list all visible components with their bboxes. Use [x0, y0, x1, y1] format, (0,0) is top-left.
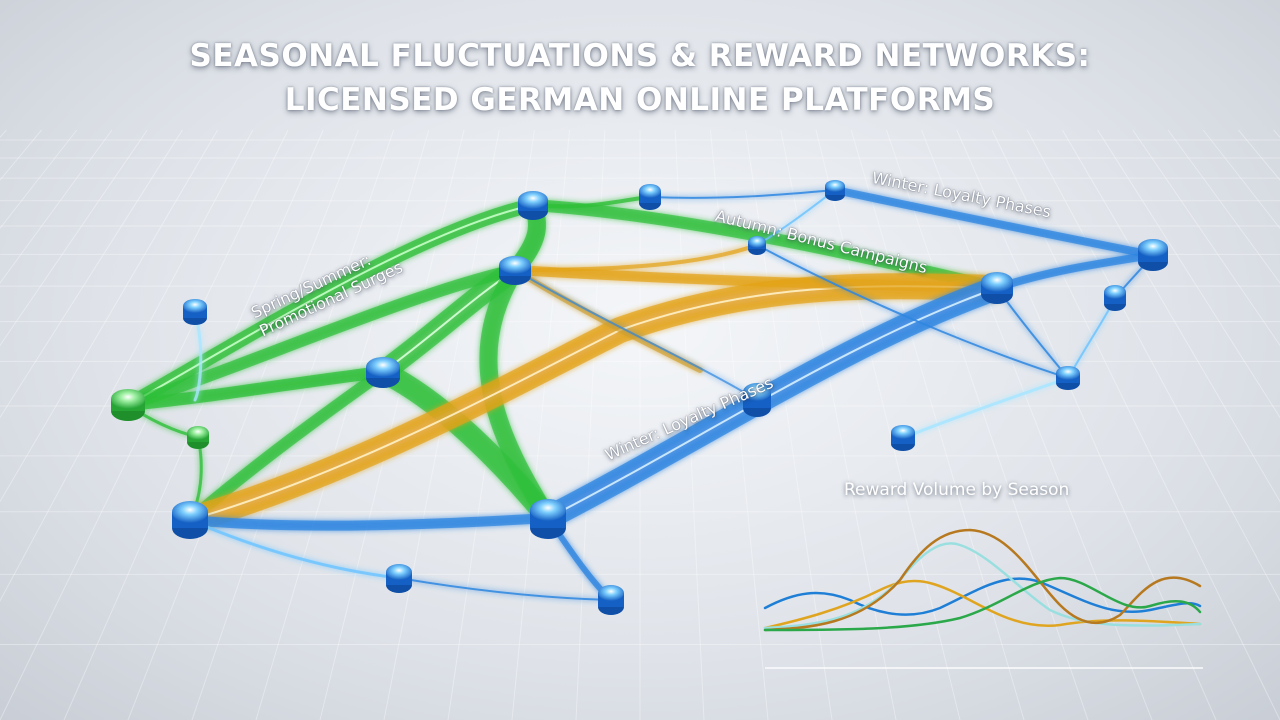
- mini-series-green: [763, 576, 1202, 632]
- grid-line: [63, 129, 324, 720]
- ribbon-winter-3: [831, 186, 1157, 259]
- ribbon-winter-4: [185, 513, 553, 531]
- grid-line: [921, 129, 1153, 720]
- grid-line: [0, 129, 289, 720]
- mini-chart-title: Reward Volume by Season: [844, 480, 1070, 500]
- ribbon-winter-7: [398, 577, 612, 601]
- grid-line: [1061, 129, 1280, 503]
- grid-line: [1167, 129, 1280, 284]
- mini-series-blue: [763, 577, 1202, 616]
- ribbon-winter-14: [901, 376, 1070, 440]
- grid-line: [0, 129, 113, 284]
- mini-series-lightblue: [763, 542, 1202, 630]
- grid-line: [575, 129, 606, 720]
- node-green-small: [187, 426, 209, 449]
- ribbon-winter-11: [996, 287, 1069, 379]
- title-line-1: SEASONAL FLUCTUATIONS & REWARD NETWORKS:: [189, 38, 1091, 74]
- autumn-ribbons: [177, 243, 1010, 533]
- ribbon-spring-3: [122, 366, 389, 411]
- mini-series-brown: [763, 528, 1202, 632]
- grid-line: [0, 129, 148, 347]
- grid-line: [511, 129, 571, 720]
- node-blue-17: [598, 585, 624, 615]
- node-blue-11: [1056, 366, 1080, 390]
- node-blue-9: [1138, 239, 1168, 271]
- mini-series-yellow: [763, 579, 1202, 630]
- reward-volume-mini-chart: [763, 528, 1203, 669]
- grid-line: [0, 129, 183, 419]
- node-blue-2: [518, 191, 548, 220]
- ribbon-winter-2: [993, 251, 1157, 292]
- node-blue-10: [1104, 285, 1126, 311]
- grid-line: [127, 129, 359, 720]
- node-blue-6: [748, 236, 766, 255]
- node-blue-15: [530, 499, 566, 539]
- ribbon-autumn-2: [510, 265, 1002, 293]
- node-blue-8: [981, 272, 1013, 304]
- page-title: SEASONAL FLUCTUATIONS & REWARD NETWORKS:…: [0, 34, 1280, 122]
- grid-line: [191, 129, 395, 720]
- grid-line: [885, 129, 1089, 720]
- grid-line: [780, 129, 897, 720]
- grid-line: [1097, 129, 1280, 419]
- node-blue-5: [366, 357, 400, 388]
- grid-line: [1132, 129, 1280, 347]
- ribbon-spring-2: [122, 264, 521, 411]
- grid-line: [0, 129, 254, 602]
- grid-line: [0, 129, 219, 503]
- ribbon-winter-6: [188, 518, 401, 580]
- ribbon-autumn-4: [513, 243, 759, 272]
- ribbon-winter-10: [756, 244, 1069, 379]
- ribbon-spring-1-core: [127, 204, 534, 406]
- node-blue-14: [172, 501, 208, 539]
- node-blue-7: [825, 180, 845, 201]
- grid-line: [255, 129, 430, 720]
- grid-line: [319, 129, 465, 720]
- ribbon-spring-4: [184, 366, 389, 526]
- grid-line: [1026, 129, 1280, 602]
- ribbon-winter-16: [514, 269, 758, 401]
- node-blue-16: [386, 564, 412, 593]
- node-blue-4: [499, 256, 531, 285]
- node-blue-13: [891, 425, 915, 451]
- ribbon-winter-12: [1067, 297, 1116, 379]
- ribbon-winter-8: [649, 189, 836, 199]
- node-green-hub: [111, 389, 145, 421]
- grid-line: [991, 129, 1280, 720]
- winter-ribbons: [185, 186, 1157, 603]
- grid-line: [0, 129, 78, 230]
- title-line-2: LICENSED GERMAN ONLINE PLATFORMS: [284, 82, 996, 118]
- network-nodes: [111, 180, 1168, 615]
- node-blue-12: [743, 383, 771, 417]
- ribbon-winter-1-core: [547, 287, 998, 519]
- node-blue-1: [183, 299, 207, 325]
- node-blue-3: [639, 184, 661, 210]
